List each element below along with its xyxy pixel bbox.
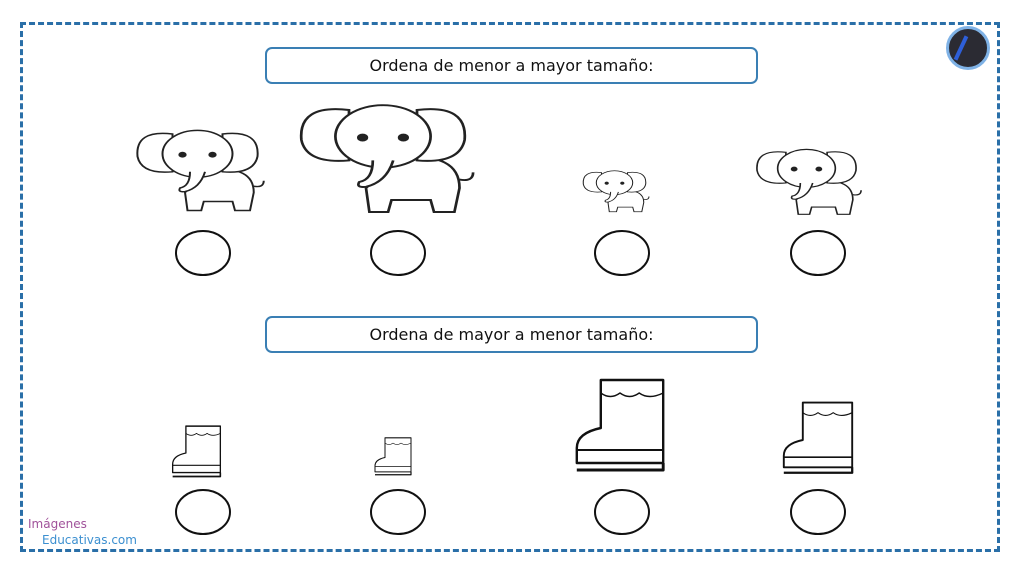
instruction-text-1: Ordena de menor a mayor tamaño:	[369, 56, 654, 75]
answer-oval-8[interactable]	[790, 489, 846, 535]
instruction-box-2: Ordena de mayor a menor tamaño:	[265, 316, 758, 353]
instruction-box-1: Ordena de menor a mayor tamaño:	[265, 47, 758, 84]
answer-oval-6[interactable]	[370, 489, 426, 535]
logo-badge-icon	[946, 26, 990, 70]
answer-oval-3[interactable]	[594, 230, 650, 276]
boot-1	[171, 425, 222, 478]
elephant-2	[299, 103, 475, 214]
answer-oval-1[interactable]	[175, 230, 231, 276]
dashed-border	[20, 22, 1000, 552]
answer-oval-7[interactable]	[594, 489, 650, 535]
elephant-3	[582, 170, 650, 213]
watermark-line1: Imágenes	[28, 517, 87, 531]
elephant-1	[136, 129, 265, 212]
instruction-text-2: Ordena de mayor a menor tamaño:	[369, 325, 654, 344]
watermark-line2: Educativas.com	[42, 533, 137, 547]
boot-4	[782, 401, 854, 474]
boot-3	[575, 378, 665, 472]
answer-oval-4[interactable]	[790, 230, 846, 276]
answer-oval-5[interactable]	[175, 489, 231, 535]
answer-oval-2[interactable]	[370, 230, 426, 276]
boot-2	[374, 437, 412, 476]
elephant-4	[756, 148, 862, 216]
